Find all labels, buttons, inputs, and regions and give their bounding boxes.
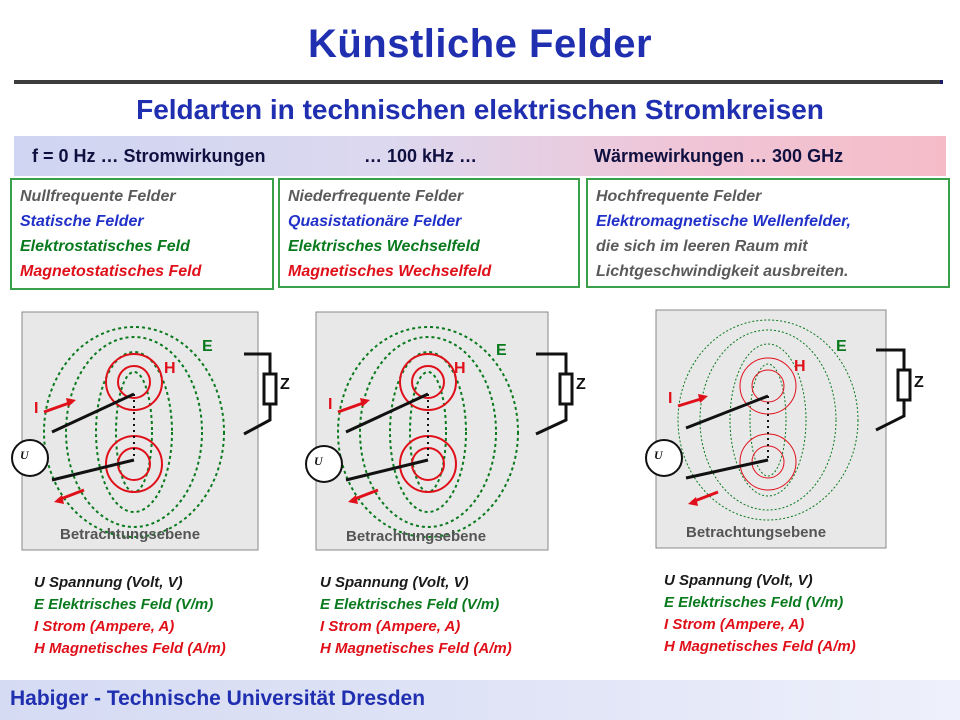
upper-conductor xyxy=(345,392,429,434)
legend-item: U Spannung (Volt, V) xyxy=(320,574,469,591)
frequency-middle: … 100 kHz … xyxy=(364,146,478,166)
legend-item: E Elektrisches Feld (V/m) xyxy=(664,594,844,611)
plane-label: Betrachtungsebene xyxy=(346,528,487,545)
legend-item: I Strom (Ampere, A) xyxy=(664,616,805,633)
legend-item: I Strom (Ampere, A) xyxy=(320,618,461,635)
category-line: Elektrostatisches Feld xyxy=(20,238,190,255)
footer-bar: Habiger - Technische Universität Dresden xyxy=(0,680,960,720)
category-line: Magnetisches Wechselfeld xyxy=(288,263,492,280)
legend-high-frequency: U Spannung (Volt, V) E Elektrisches Feld… xyxy=(664,570,856,658)
voltage-source xyxy=(305,445,343,483)
h-field-label: H xyxy=(164,360,176,377)
voltage-source xyxy=(645,439,683,477)
e-field-lines xyxy=(43,326,225,538)
upper-conductor xyxy=(685,394,769,430)
legend-item: H Magnetisches Feld (A/m) xyxy=(34,640,226,657)
category-box-static: Nullfrequente Felder Statische Felder El… xyxy=(10,178,274,290)
page-subtitle: Feldarten in technischen elektrischen St… xyxy=(136,94,824,125)
lower-conductor xyxy=(345,458,429,482)
current-label: I xyxy=(328,396,333,413)
category-line: Elektromagnetische Wellenfelder, xyxy=(596,213,851,230)
load-resistor xyxy=(896,368,912,402)
current-label: I xyxy=(668,390,673,407)
frequency-left: f = 0 Hz … Stromwirkungen xyxy=(32,146,266,166)
lower-conductor xyxy=(51,458,135,482)
z-label: Z xyxy=(914,374,924,391)
lower-conductor xyxy=(685,458,769,480)
category-line: die sich im leeren Raum mit xyxy=(596,238,808,255)
footer-text: Habiger - Technische Universität Dresden xyxy=(10,687,426,710)
legend-static: U Spannung (Volt, V) E Elektrisches Feld… xyxy=(34,572,226,660)
e-field-lines xyxy=(677,319,859,521)
voltage-source xyxy=(11,439,49,477)
load-resistor xyxy=(262,372,278,406)
legend-item: E Elektrisches Feld (V/m) xyxy=(320,596,500,613)
voltage-label: U xyxy=(314,454,323,468)
z-label: Z xyxy=(280,376,290,393)
e-field-label: E xyxy=(496,342,507,359)
category-box-high-frequency: Hochfrequente Felder Elektromagnetische … xyxy=(586,178,950,288)
upper-conductor xyxy=(51,392,135,434)
title-divider xyxy=(14,80,943,84)
legend-item: H Magnetisches Feld (A/m) xyxy=(320,640,512,657)
page-title: Künstliche Felder xyxy=(307,22,653,66)
legend-low-frequency: U Spannung (Volt, V) E Elektrisches Feld… xyxy=(320,572,512,660)
category-line: Magnetostatisches Feld xyxy=(20,263,202,280)
category-line: Nullfrequente Felder xyxy=(20,188,176,205)
load-resistor xyxy=(558,372,574,406)
category-box-low-frequency: Niederfrequente Felder Quasistationäre F… xyxy=(278,178,580,288)
frequency-right: Wärmewirkungen … 300 GHz xyxy=(594,146,844,166)
frequency-bar: f = 0 Hz … Stromwirkungen … 100 kHz … Wä… xyxy=(14,136,946,176)
category-line: Hochfrequente Felder xyxy=(596,188,762,205)
e-field-label: E xyxy=(836,338,847,355)
circuit-diagram xyxy=(305,311,574,551)
legend-item: U Spannung (Volt, V) xyxy=(34,574,183,591)
e-field-lines xyxy=(337,326,519,538)
legend-item: H Magnetisches Feld (A/m) xyxy=(664,638,856,655)
legend-item: U Spannung (Volt, V) xyxy=(664,572,813,589)
legend-item: I Strom (Ampere, A) xyxy=(34,618,175,635)
category-line: Statische Felder xyxy=(20,213,144,230)
plane-label: Betrachtungsebene xyxy=(686,524,827,541)
z-label: Z xyxy=(576,376,586,393)
voltage-label: U xyxy=(20,448,29,462)
category-line: Elektrisches Wechselfeld xyxy=(288,238,480,255)
plane-label: Betrachtungsebene xyxy=(60,526,201,543)
circuit-diagram xyxy=(645,309,912,549)
current-label: I xyxy=(34,400,39,417)
h-field-label: H xyxy=(794,358,806,375)
category-line: Quasistationäre Felder xyxy=(288,213,462,230)
legend-item: E Elektrisches Feld (V/m) xyxy=(34,596,214,613)
voltage-label: U xyxy=(654,448,663,462)
category-line: Niederfrequente Felder xyxy=(288,188,464,205)
e-field-label: E xyxy=(202,338,213,355)
circuit-diagram xyxy=(11,311,278,551)
h-field-label: H xyxy=(454,360,466,377)
category-line: Lichtgeschwindigkeit ausbreiten. xyxy=(596,263,849,280)
